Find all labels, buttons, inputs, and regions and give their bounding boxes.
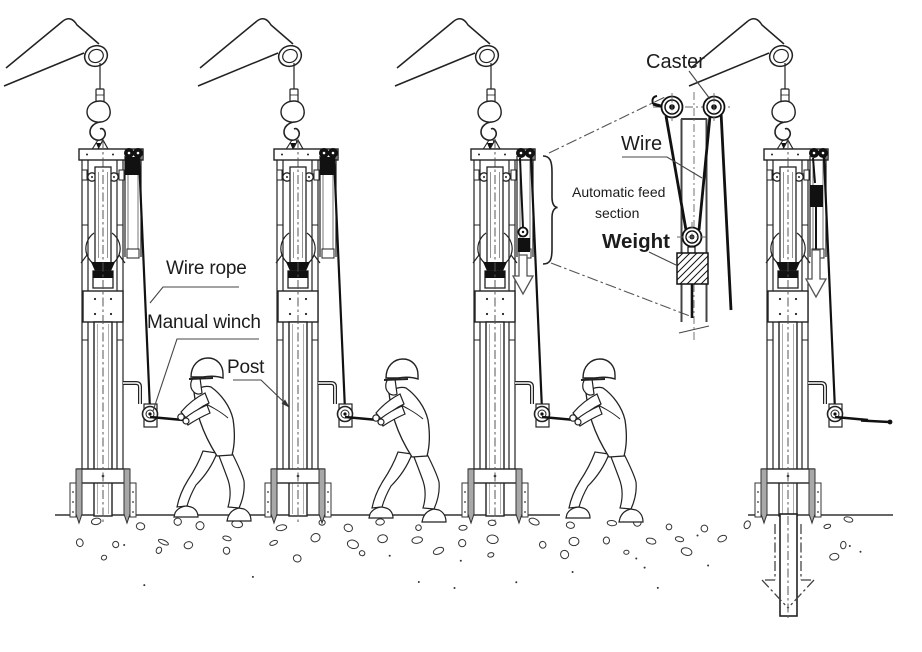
leader-caster	[688, 70, 711, 100]
feed-wire-4	[812, 157, 816, 184]
weight-block	[676, 252, 709, 285]
worker-1	[173, 357, 252, 522]
pile-driver-machine-3	[460, 138, 577, 525]
leader-wire	[622, 156, 703, 179]
leader-lines	[149, 70, 711, 412]
label-automatic-feed-line1: Automatic feed	[572, 184, 665, 200]
feed-weight-2	[320, 157, 334, 175]
stage-3	[394, 17, 644, 525]
crane-boom-1	[3, 17, 112, 152]
feed-wire-3	[519, 157, 524, 229]
wire-strand-inner	[697, 115, 712, 231]
label-automatic-feed-line2: section	[595, 205, 639, 221]
worker-2	[368, 358, 447, 523]
feed-weight-3	[518, 238, 530, 252]
label-wire-rope: Wire rope	[166, 258, 247, 279]
feed-down-arrow-3	[511, 254, 535, 296]
wire-strand-outer	[719, 111, 733, 311]
ground-stones	[75, 516, 862, 589]
ground	[55, 514, 893, 589]
crane-boom-4	[688, 17, 797, 152]
label-manual-winch: Manual winch	[147, 312, 261, 333]
auto-feed-brace	[542, 155, 558, 265]
label-caster: Caster	[646, 51, 705, 73]
feed-weight-4	[810, 185, 823, 207]
leader-wire-rope	[149, 286, 239, 304]
leader-post-arrowhead	[281, 399, 290, 408]
caster-left	[660, 93, 684, 121]
leader-manual-winch	[152, 338, 259, 412]
crane-boom-3	[394, 17, 503, 152]
feed-weight-1	[125, 157, 139, 175]
crane-boom-2	[197, 17, 306, 152]
projection-line-lower	[550, 262, 696, 319]
stage-1	[3, 17, 252, 525]
crank-handle-4	[860, 419, 890, 424]
leader-weight	[648, 251, 677, 266]
caster-right	[702, 93, 726, 121]
feed-down-arrow-4	[804, 249, 828, 299]
weight-pulley	[677, 222, 707, 252]
driving-arrow	[761, 524, 815, 609]
detail-inset	[542, 92, 733, 342]
label-wire: Wire	[621, 133, 662, 155]
worker-3	[565, 358, 644, 523]
projection-line-upper	[548, 95, 668, 154]
stage-4	[688, 17, 893, 620]
leader-post	[233, 379, 288, 406]
label-post: Post	[227, 357, 265, 378]
labels: Wire rope Manual winch Post Caster Wire …	[147, 51, 705, 378]
wire-strand-left	[664, 115, 688, 231]
label-weight: Weight	[602, 230, 670, 253]
stage-2	[197, 17, 447, 525]
pile-driver-machine-2	[263, 138, 380, 525]
